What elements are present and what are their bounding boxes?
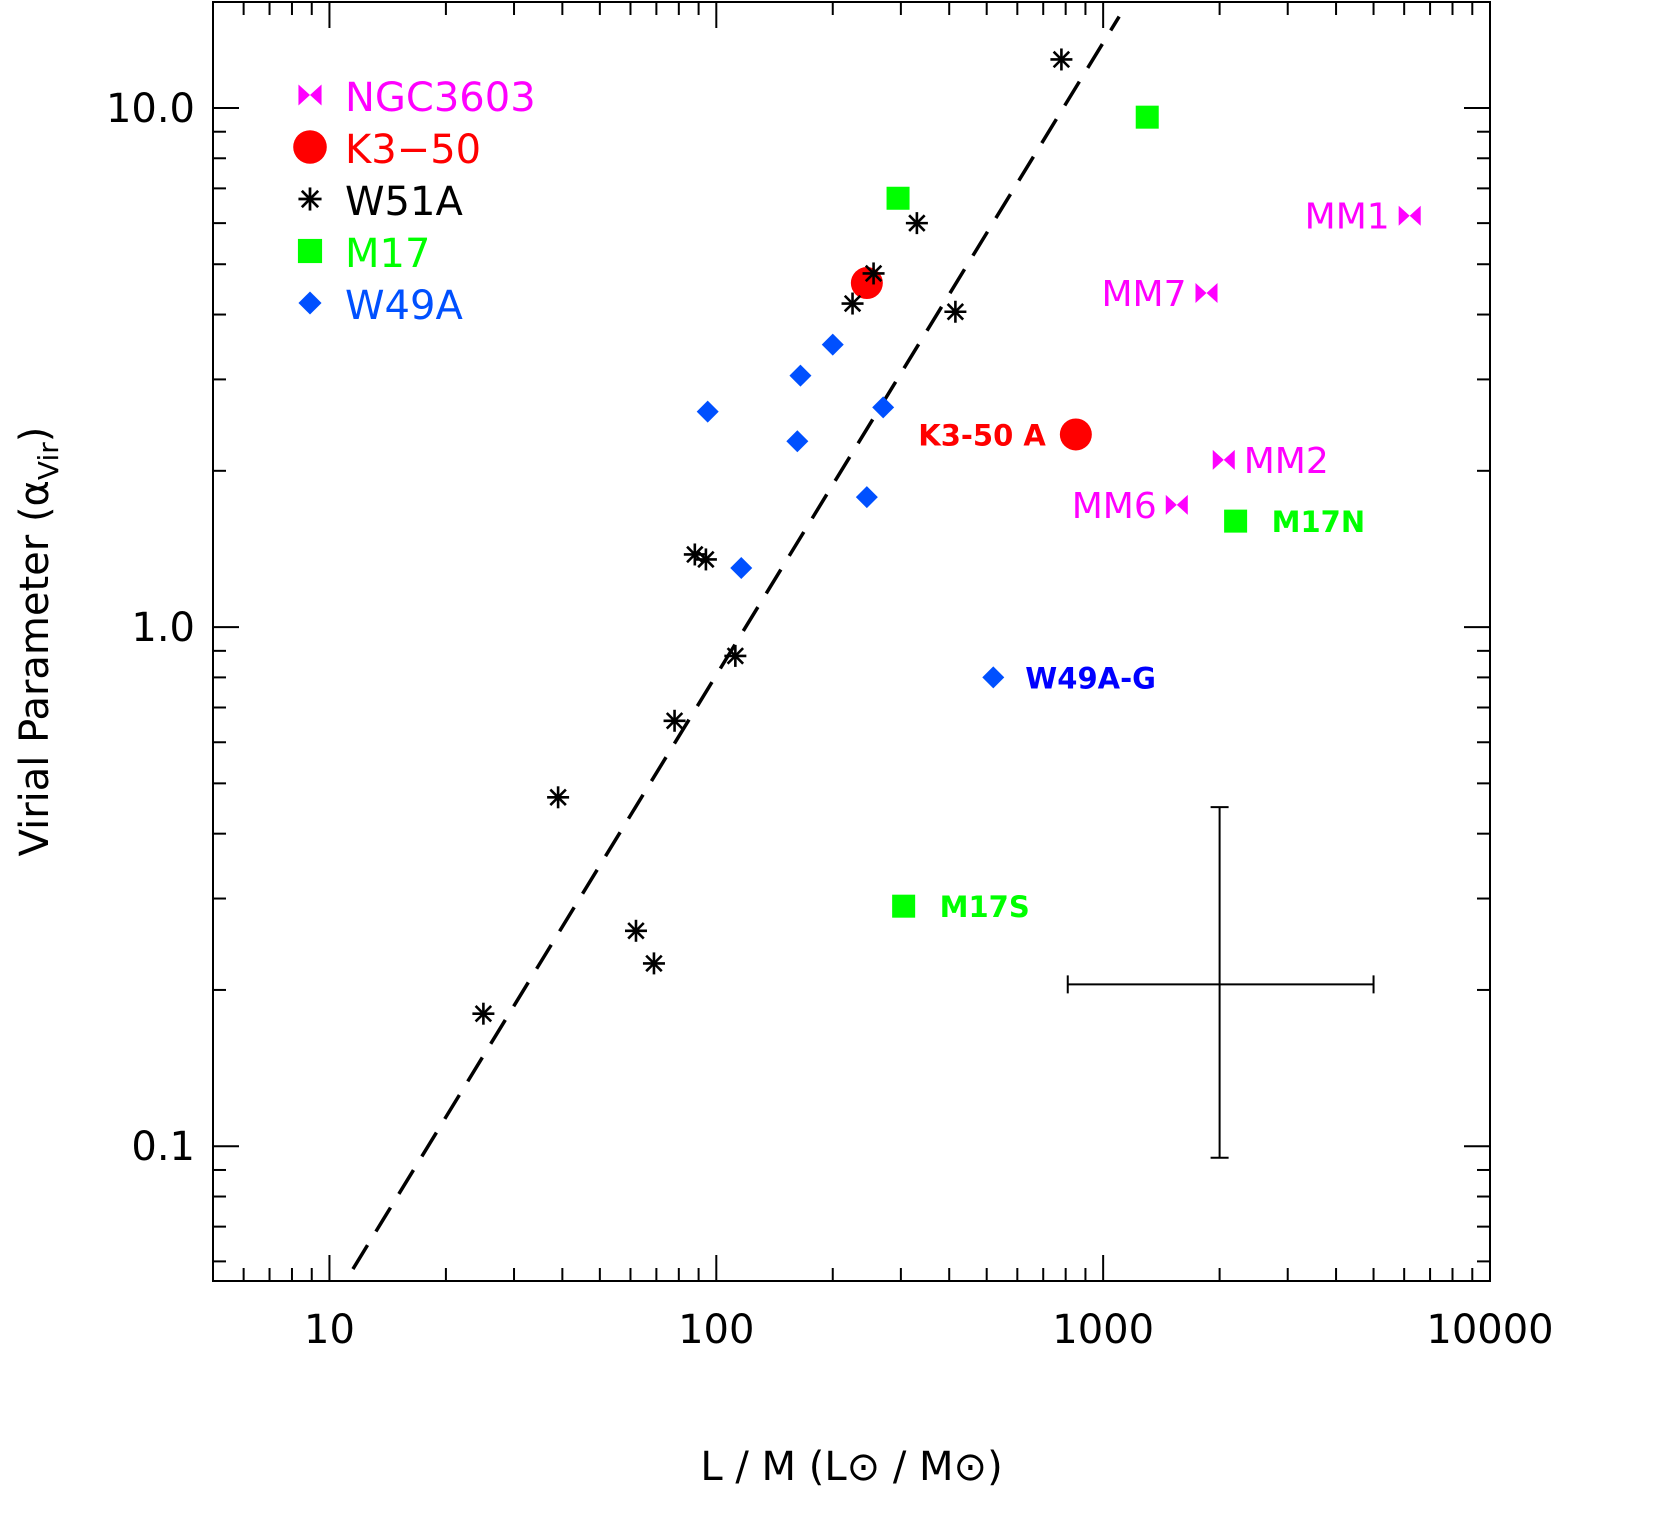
tick-labels: 10 100 1000 10000 0.1 1.0 10.0 bbox=[106, 86, 1554, 1353]
diamond-point bbox=[696, 400, 719, 423]
circle-point bbox=[850, 267, 883, 300]
legend-marker bbox=[297, 238, 323, 264]
point-label: K3-50 A bbox=[918, 418, 1046, 452]
asterisk-stroke bbox=[627, 922, 645, 940]
y-axis-title-main: Virial Parameter (α bbox=[12, 480, 58, 856]
asterisk-point bbox=[841, 292, 864, 315]
asterisk-point bbox=[724, 644, 747, 667]
asterisk-stroke bbox=[300, 189, 320, 209]
error-bar-group bbox=[1066, 806, 1375, 1159]
bowtie-point bbox=[1398, 205, 1421, 226]
asterisk-point bbox=[663, 709, 686, 732]
point-label: MM6 bbox=[1072, 486, 1157, 527]
asterisk-stroke bbox=[908, 214, 926, 232]
square-point bbox=[892, 894, 916, 918]
diamond-point bbox=[855, 486, 878, 509]
asterisk-stroke bbox=[549, 788, 567, 807]
asterisk-point bbox=[905, 212, 928, 235]
point-label: M17N bbox=[1272, 505, 1366, 539]
bowtie-point bbox=[1212, 449, 1235, 470]
circle-point bbox=[1059, 418, 1092, 451]
y-tick-label: 0.1 bbox=[131, 1124, 195, 1170]
axis-ticks bbox=[212, 2, 1491, 1281]
asterisk-stroke bbox=[843, 294, 862, 313]
y-axis-title-close: ) bbox=[12, 427, 58, 443]
y-tick-label: 10.0 bbox=[106, 86, 195, 132]
square-point bbox=[886, 186, 910, 210]
x-tick-label: 10000 bbox=[1426, 1307, 1553, 1353]
diamond-point bbox=[786, 430, 809, 453]
legend-marker bbox=[298, 291, 322, 315]
asterisk-point bbox=[547, 786, 570, 809]
diamond-point bbox=[872, 396, 895, 419]
x-tick-label: 100 bbox=[678, 1307, 754, 1353]
asterisk-point bbox=[944, 300, 967, 323]
data-points bbox=[472, 48, 1421, 1025]
diamond-point bbox=[730, 556, 753, 579]
square-point bbox=[1135, 105, 1159, 129]
point-label: MM7 bbox=[1101, 274, 1186, 315]
y-axis-title: Virial Parameter (αVir) bbox=[12, 427, 65, 857]
legend-label: NGC3603 bbox=[345, 75, 536, 121]
legend-label: M17 bbox=[345, 231, 430, 277]
diamond-point bbox=[821, 333, 844, 356]
asterisk-stroke bbox=[726, 647, 745, 665]
x-tick-label: 1000 bbox=[1052, 1307, 1154, 1353]
square-point bbox=[1224, 509, 1248, 533]
y-axis-title-sub: Vir bbox=[32, 442, 65, 480]
bowtie-point bbox=[1165, 494, 1188, 515]
asterisk-stroke bbox=[946, 303, 965, 321]
asterisk-point bbox=[472, 1002, 495, 1025]
asterisk-stroke bbox=[1052, 50, 1071, 69]
asterisk-stroke bbox=[665, 712, 684, 730]
x-axis-title: L / M (L⊙ / M⊙) bbox=[700, 1444, 1002, 1490]
bowtie-point bbox=[1195, 283, 1218, 304]
asterisk-stroke bbox=[864, 264, 883, 283]
fit-line-group bbox=[351, 15, 1121, 1270]
legend-label: W51A bbox=[345, 179, 463, 225]
asterisk-stroke bbox=[697, 550, 715, 569]
point-label: M17S bbox=[940, 890, 1030, 924]
legend-marker bbox=[293, 130, 327, 164]
x-tick-label: 10 bbox=[304, 1307, 355, 1353]
y-tick-label: 1.0 bbox=[131, 605, 195, 651]
diamond-point bbox=[789, 364, 812, 387]
legend-label: W49A bbox=[345, 283, 463, 329]
asterisk-point bbox=[1050, 48, 1073, 71]
point-label: MM1 bbox=[1305, 197, 1390, 238]
asterisk-point bbox=[624, 919, 647, 942]
asterisk-point bbox=[642, 952, 665, 975]
legend-marker bbox=[298, 187, 322, 211]
legend-marker bbox=[298, 84, 322, 106]
plot-frame bbox=[212, 1, 1491, 1282]
legend-label: K3−50 bbox=[345, 127, 481, 173]
asterisk-stroke bbox=[686, 545, 704, 564]
asterisk-point bbox=[862, 262, 885, 285]
fit-line bbox=[351, 15, 1121, 1270]
point-label: W49A-G bbox=[1025, 661, 1156, 695]
asterisk-stroke bbox=[645, 954, 663, 973]
point-label: MM2 bbox=[1244, 441, 1329, 482]
diamond-point bbox=[982, 666, 1005, 689]
asterisk-stroke bbox=[474, 1004, 493, 1023]
asterisk-point bbox=[694, 548, 717, 571]
